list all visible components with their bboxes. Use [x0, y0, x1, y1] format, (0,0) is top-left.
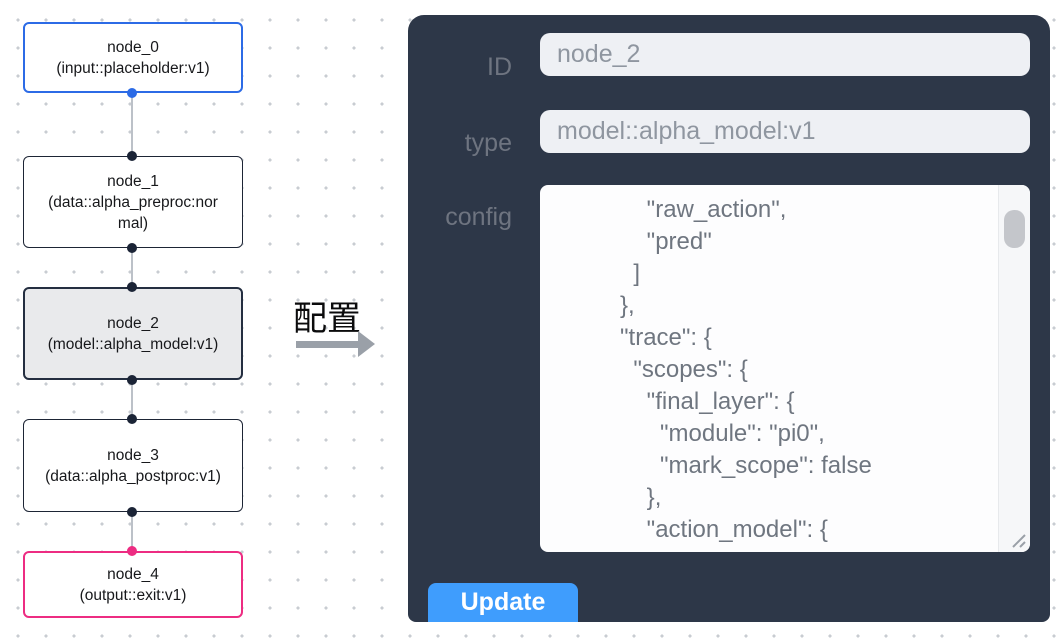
port-node0-output[interactable]	[127, 88, 137, 98]
node-type-label: (model::alpha_model:v1)	[47, 335, 219, 353]
config-panel: ID type config "raw_action", "pred" ] },…	[408, 15, 1050, 622]
update-button[interactable]: Update	[428, 583, 578, 622]
edge-node2-node3	[131, 380, 133, 419]
config-textarea[interactable]: "raw_action", "pred" ] }, "trace": { "sc…	[540, 185, 1030, 552]
port-node2-output[interactable]	[127, 375, 137, 385]
node-name: node_2	[107, 314, 159, 332]
config-scrollbar-thumb[interactable]	[1004, 210, 1025, 248]
flow-node-node_0[interactable]: node_0 (input::placeholder:v1)	[23, 22, 243, 93]
port-node3-output[interactable]	[127, 507, 137, 517]
edge-node1-node2	[131, 248, 133, 287]
arrow-shaft	[296, 341, 358, 348]
id-field-label: ID	[487, 53, 512, 81]
port-node1-input[interactable]	[127, 151, 137, 161]
port-node1-output[interactable]	[127, 243, 137, 253]
port-node2-input[interactable]	[127, 282, 137, 292]
node-type-label: (data::alpha_preproc:normal)	[48, 193, 218, 232]
flow-node-node_3[interactable]: node_3 (data::alpha_postproc:v1)	[23, 419, 243, 512]
node-name: node_4	[107, 565, 159, 583]
node-name: node_3	[107, 446, 159, 464]
config-field-label: config	[445, 203, 512, 231]
configure-label: 配置	[293, 300, 361, 338]
node-name: node_1	[107, 172, 159, 190]
config-scrollbar-track[interactable]	[998, 185, 1030, 552]
node-type-label: (output::exit:v1)	[79, 586, 187, 604]
type-input[interactable]	[540, 110, 1030, 153]
config-json-text: "raw_action", "pred" ] }, "trace": { "sc…	[620, 196, 872, 543]
type-field-label: type	[464, 129, 512, 157]
edge-node0-node1	[131, 93, 133, 156]
flow-node-node_1[interactable]: node_1 (data::alpha_preproc:normal)	[23, 156, 243, 248]
flow-node-node_2-selected[interactable]: node_2 (model::alpha_model:v1)	[23, 287, 243, 380]
node-type-label: (data::alpha_postproc:v1)	[45, 467, 221, 485]
flow-node-node_4[interactable]: node_4 (output::exit:v1)	[23, 551, 243, 618]
node-type-label: (input::placeholder:v1)	[56, 59, 210, 77]
id-input[interactable]	[540, 33, 1030, 76]
arrow-right-icon	[358, 331, 375, 357]
node-name: node_0	[107, 38, 159, 56]
resize-handle-icon[interactable]	[1007, 529, 1027, 549]
port-node4-input[interactable]	[127, 546, 137, 556]
edge-node3-node4	[131, 512, 133, 551]
port-node3-input[interactable]	[127, 414, 137, 424]
